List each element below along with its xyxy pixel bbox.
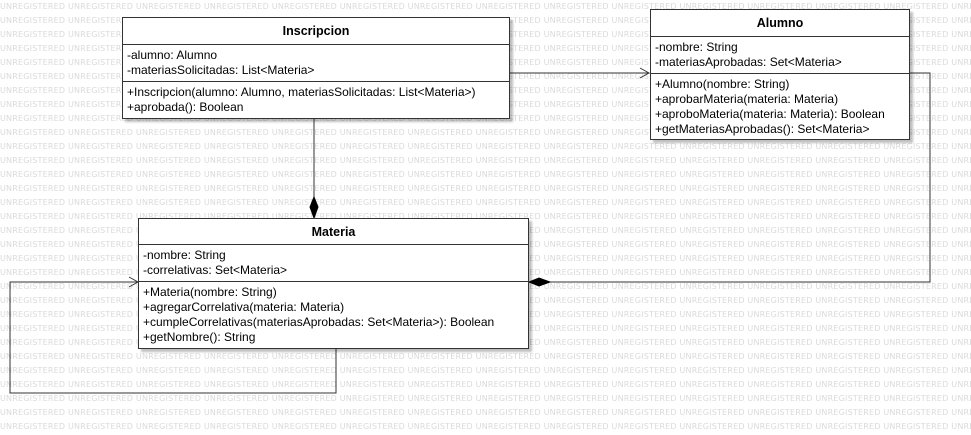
link-alumno-materia [550, 72, 931, 283]
operations-section: +Alumno(nombre: String) +aprobarMateria(… [651, 74, 909, 139]
class-inscripcion[interactable]: Inscripcion -alumno: Alumno -materiasSol… [122, 17, 510, 119]
attributes-section: -nombre: String -correlativas: Set<Mater… [139, 245, 528, 282]
link-materia-self [9, 281, 337, 394]
class-name: Materia [139, 219, 528, 245]
operation: +aprobarMateria(materia: Materia) [655, 92, 839, 106]
attributes-section: -nombre: String -materiasAprobadas: Set<… [651, 37, 909, 74]
operations-section: +Materia(nombre: String) +agregarCorrela… [139, 282, 528, 347]
class-name: Alumno [651, 10, 909, 37]
attribute: -nombre: String [655, 40, 738, 54]
class-materia[interactable]: Materia -nombre: String -correlativas: S… [138, 218, 529, 349]
operation: +Inscripcion(alumno: Alumno, materiasSol… [127, 85, 476, 99]
operation: +agregarCorrelativa(materia: Materia) [143, 300, 345, 314]
operation: +getMateriasAprobadas(): Set<Materia> [655, 122, 870, 136]
operation: +getNombre(): String [143, 330, 256, 344]
operation: +Alumno(nombre: String) [655, 77, 790, 91]
operation: +cumpleCorrelativas(materiasAprobadas: S… [143, 315, 495, 329]
operation: +aprobada(): Boolean [127, 100, 244, 114]
attributes-section: -alumno: Alumno -materiasSolicitadas: Li… [123, 45, 509, 82]
attribute: -nombre: String [143, 248, 226, 262]
attribute: -alumno: Alumno [127, 48, 218, 62]
attribute: -correlativas: Set<Materia> [143, 263, 288, 277]
operation: +Materia(nombre: String) [143, 285, 277, 299]
arrow-head-alumno [639, 67, 651, 79]
composition-diamond-materia-top [309, 195, 319, 220]
composition-diamond-materia-right [527, 277, 552, 287]
attribute: -materiasAprobadas: Set<Materia> [655, 55, 842, 69]
attribute: -materiasSolicitadas: List<Materia> [127, 63, 315, 77]
class-alumno[interactable]: Alumno -nombre: String -materiasAprobada… [650, 9, 910, 140]
class-name: Inscripcion [123, 18, 509, 45]
operation: +aproboMateria(materia: Materia): Boolea… [655, 107, 885, 121]
operations-section: +Inscripcion(alumno: Alumno, materiasSol… [123, 82, 509, 117]
